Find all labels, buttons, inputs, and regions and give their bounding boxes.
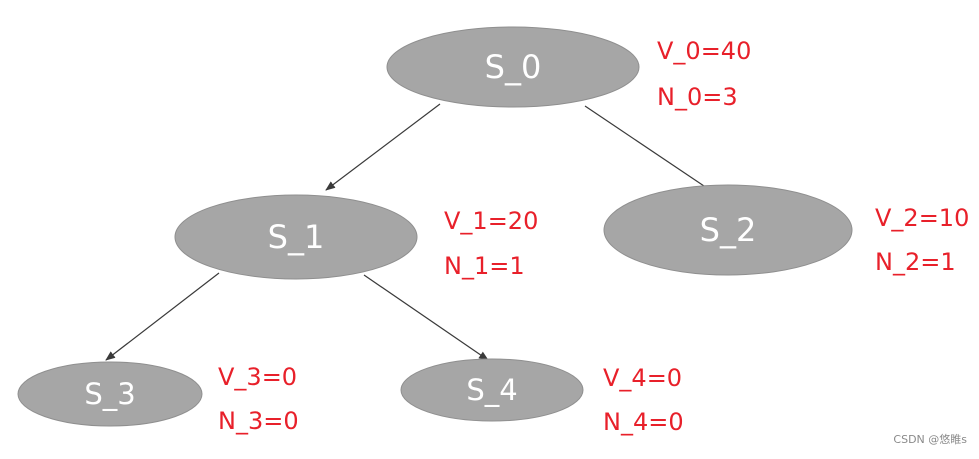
csdn-watermark: CSDN @悠睢s bbox=[893, 433, 967, 446]
node-s1-label: S_1 bbox=[268, 218, 325, 256]
edge-s1-s3 bbox=[105, 272, 220, 361]
node-s0-visit-count-label: N_0=3 bbox=[657, 83, 738, 111]
node-s2-ellipse bbox=[603, 184, 853, 276]
edge-s1-s4 bbox=[363, 274, 489, 361]
node-s3: S_3 V_3=0N_3=0 bbox=[17, 361, 299, 435]
node-s4-ellipse bbox=[400, 358, 584, 422]
node-s3-visit-count-label: N_3=0 bbox=[218, 407, 299, 435]
node-s2: S_2 V_2=10N_2=1 bbox=[603, 184, 969, 276]
node-s3-ellipse bbox=[17, 361, 203, 427]
node-s1-ellipse bbox=[174, 194, 418, 280]
edge-s0-s2 bbox=[584, 105, 705, 187]
node-s0-label: S_0 bbox=[485, 48, 542, 86]
node-s4-visit-count-label: N_4=0 bbox=[603, 408, 684, 436]
node-s3-value-label: V_3=0 bbox=[218, 363, 297, 391]
node-s4-value-label: V_4=0 bbox=[603, 364, 682, 392]
node-s1-value-label: V_1=20 bbox=[444, 207, 538, 235]
edge-s0-s1 bbox=[325, 103, 441, 191]
nodes-layer: S_0 V_0=40N_0=3S_1 V_1=20N_1=1 S_2 V_2=10N_2… bbox=[17, 26, 969, 436]
node-s1: S_1 V_1=20N_1=1 bbox=[174, 194, 538, 280]
node-s0: S_0 V_0=40N_0=3 bbox=[386, 26, 751, 111]
node-s0-ellipse bbox=[386, 26, 640, 108]
node-s4-label: S_4 bbox=[466, 373, 517, 407]
node-s2-value-label: V_2=10 bbox=[875, 204, 969, 232]
node-s1-visit-count-label: N_1=1 bbox=[444, 252, 525, 280]
node-s2-visit-count-label: N_2=1 bbox=[875, 248, 956, 276]
node-s2-label: S_2 bbox=[700, 211, 757, 249]
node-s4: S_4 V_4=0N_4=0 bbox=[400, 358, 684, 436]
edges-layer bbox=[105, 103, 705, 361]
node-s3-label: S_3 bbox=[84, 377, 135, 411]
node-s0-value-label: V_0=40 bbox=[657, 37, 751, 65]
